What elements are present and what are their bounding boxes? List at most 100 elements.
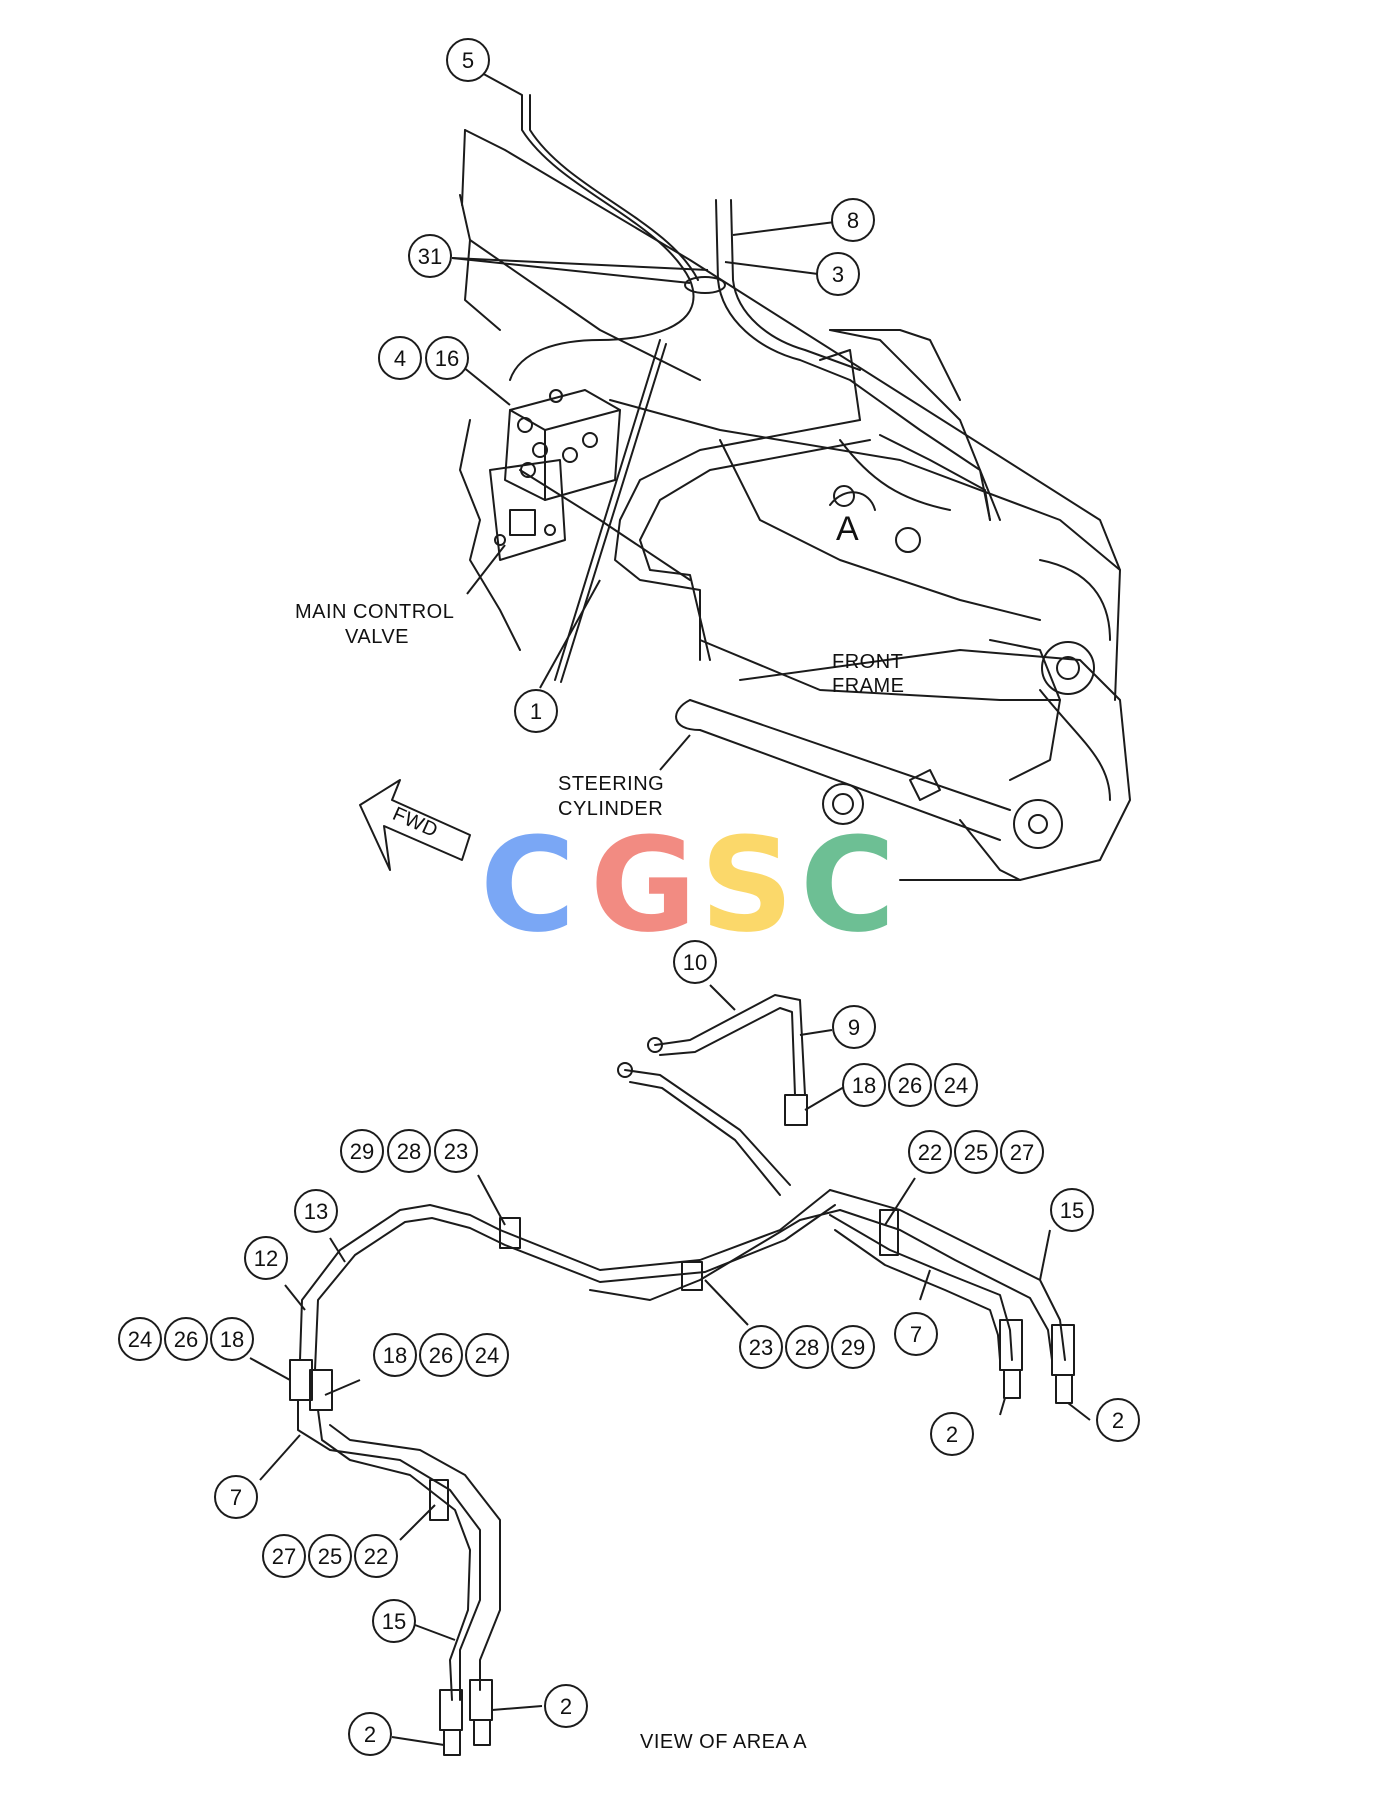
svg-text:7: 7 [230,1485,242,1510]
svg-text:26: 26 [898,1073,922,1098]
main-control-valve [489,389,621,561]
callout-balloon: 26 [888,1063,932,1107]
callouts-top: 5 31 8 3 4 16 1 [378,38,875,733]
callout-balloon: 24 [465,1333,509,1377]
svg-text:28: 28 [397,1139,421,1164]
svg-text:26: 26 [174,1327,198,1352]
svg-text:24: 24 [475,1343,499,1368]
svg-text:22: 22 [918,1140,942,1165]
svg-text:18: 18 [383,1343,407,1368]
callout-balloon: 7 [894,1312,938,1356]
svg-text:3: 3 [832,262,844,287]
callout-balloon: 3 [816,252,860,296]
callout-balloon: 5 [446,38,490,82]
view-caption: VIEW OF AREA A [640,1731,807,1753]
callouts-pipes: 10 9 18 26 24 29 28 23 22 25 27 15 13 12… [118,940,1140,1756]
watermark-letter-2: G [590,809,697,961]
cgsc-watermark: C G S C [480,809,895,961]
svg-text:24: 24 [944,1073,968,1098]
svg-text:4: 4 [394,346,406,371]
callout-balloon: 18 [210,1317,254,1361]
callout-balloon: 15 [372,1599,416,1643]
callout-balloon: 29 [831,1325,875,1369]
callout-balloon: 31 [408,234,452,278]
callout-balloon: 2 [1096,1398,1140,1442]
callout-balloon: 8 [831,198,875,242]
svg-text:8: 8 [847,208,859,233]
callout-balloon: 28 [387,1129,431,1173]
svg-text:29: 29 [841,1335,865,1360]
fwd-label: FWD [389,803,441,842]
text-labels: MAIN CONTROL VALVE FRONT FRAME STEERING … [295,601,905,1753]
svg-text:25: 25 [964,1140,988,1165]
svg-text:1: 1 [530,699,542,724]
area-a-marker: A [836,510,859,548]
callout-balloon: 7 [214,1475,258,1519]
steering-cylinder-label-line-1: STEERING [558,773,664,795]
callout-balloon: 2 [930,1412,974,1456]
svg-text:27: 27 [272,1544,296,1569]
pipe-assembly-view-a [289,994,1075,1756]
front-frame-structure [459,129,1131,881]
svg-text:31: 31 [418,244,442,269]
callout-balloon: 23 [739,1325,783,1369]
callout-balloon: 24 [934,1063,978,1107]
callout-balloon: 12 [244,1236,288,1280]
svg-text:25: 25 [318,1544,342,1569]
svg-text:29: 29 [350,1139,374,1164]
svg-text:9: 9 [848,1015,860,1040]
svg-text:7: 7 [910,1322,922,1347]
upper-hoses [509,94,991,683]
svg-text:13: 13 [304,1199,328,1224]
callout-balloon: 27 [1000,1130,1044,1174]
callout-balloon: 18 [842,1063,886,1107]
front-frame-label-line-2: FRAME [832,675,905,697]
svg-text:24: 24 [128,1327,152,1352]
callout-balloon: 2 [544,1684,588,1728]
svg-text:27: 27 [1010,1140,1034,1165]
callout-balloon: 2 [348,1712,392,1756]
callout-balloon: 24 [118,1317,162,1361]
watermark-letter-3: S [700,809,794,961]
svg-text:26: 26 [429,1343,453,1368]
main-control-valve-label-line-2: VALVE [345,626,409,648]
front-frame-label-line-1: FRONT [832,651,903,673]
callout-balloon: 26 [164,1317,208,1361]
callout-balloon: 27 [262,1534,306,1578]
svg-text:10: 10 [683,950,707,975]
callout-balloon: 10 [673,940,717,984]
callout-balloon: 4 [378,336,422,380]
svg-text:23: 23 [749,1335,773,1360]
callout-balloon: 22 [908,1130,952,1174]
callout-balloon: 25 [308,1534,352,1578]
svg-text:15: 15 [1060,1198,1084,1223]
callout-balloon: 9 [832,1005,876,1049]
callout-balloon: 1 [514,689,558,733]
svg-text:5: 5 [462,48,474,73]
callout-balloon: 16 [425,336,469,380]
main-control-valve-label-line-1: MAIN CONTROL [295,601,454,623]
watermark-letter-4: C [800,809,895,961]
svg-text:22: 22 [364,1544,388,1569]
forward-arrow: FWD [359,779,471,871]
svg-text:16: 16 [435,346,459,371]
svg-text:2: 2 [560,1694,572,1719]
callout-balloon: 26 [419,1333,463,1377]
callout-balloon: 15 [1050,1188,1094,1232]
svg-text:28: 28 [795,1335,819,1360]
watermark-letter-1: C [480,809,575,961]
callout-balloon: 25 [954,1130,998,1174]
svg-text:18: 18 [220,1327,244,1352]
callout-balloon: 18 [373,1333,417,1377]
steering-cylinder [675,699,1011,841]
svg-text:15: 15 [382,1609,406,1634]
callout-balloon: 23 [434,1129,478,1173]
svg-text:18: 18 [852,1073,876,1098]
callout-balloon: 13 [294,1189,338,1233]
svg-text:12: 12 [254,1246,278,1271]
svg-text:2: 2 [946,1422,958,1447]
area-a-arc [829,491,876,511]
svg-text:23: 23 [444,1139,468,1164]
svg-text:2: 2 [1112,1408,1124,1433]
